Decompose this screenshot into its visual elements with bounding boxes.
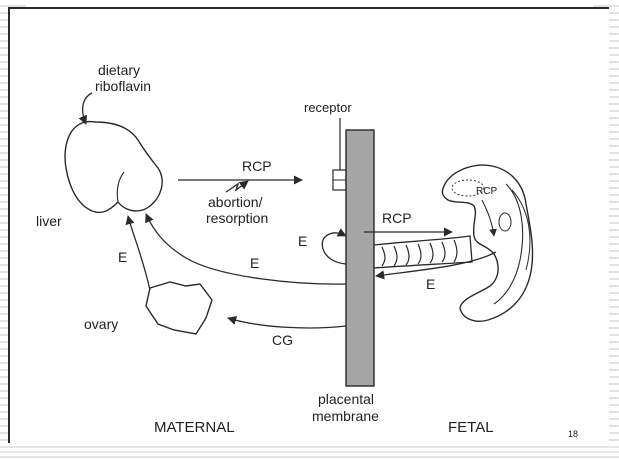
label-dietary: dietary (98, 62, 140, 78)
label-liver: liver (36, 213, 62, 229)
liver-lobe-line (117, 172, 124, 202)
label-rcp-top: RCP (242, 158, 272, 174)
estrogen-loop-arrow (322, 233, 346, 264)
label-resorption: resorption (206, 210, 268, 226)
blocked-arrow-symbol (226, 181, 248, 192)
embryo-inner-curve-2 (512, 190, 530, 270)
label-abortion: abortion/ (208, 194, 263, 210)
label-placental: placental (318, 391, 374, 407)
cg-arrow-to-ovary (228, 318, 346, 328)
label-ovary: ovary (84, 316, 118, 332)
ovary-to-liver-arrow (128, 216, 150, 290)
embryo-limb-bud (499, 213, 511, 231)
label-e-loop: E (298, 233, 307, 249)
dietary-arrow (83, 93, 92, 124)
embryo-arrow (482, 200, 494, 236)
placental-membrane (346, 130, 374, 386)
label-fetal: FETAL (448, 419, 494, 436)
label-cg: CG (272, 332, 293, 348)
label-riboflavin: riboflavin (95, 78, 151, 94)
label-e-left: E (118, 249, 127, 265)
label-e-middle: E (250, 255, 259, 271)
label-e-fetal: E (426, 276, 435, 292)
label-rcp-fetal: RCP (476, 186, 497, 197)
page-number: 18 (568, 429, 578, 439)
label-receptor: receptor (304, 100, 352, 115)
label-rcp-transfer: RCP (382, 210, 412, 226)
liver-shape (65, 122, 162, 213)
embryo-inner-curve (494, 184, 523, 304)
ovary-shape (146, 282, 212, 334)
label-membrane: membrane (312, 408, 379, 424)
label-maternal: MATERNAL (154, 419, 235, 436)
